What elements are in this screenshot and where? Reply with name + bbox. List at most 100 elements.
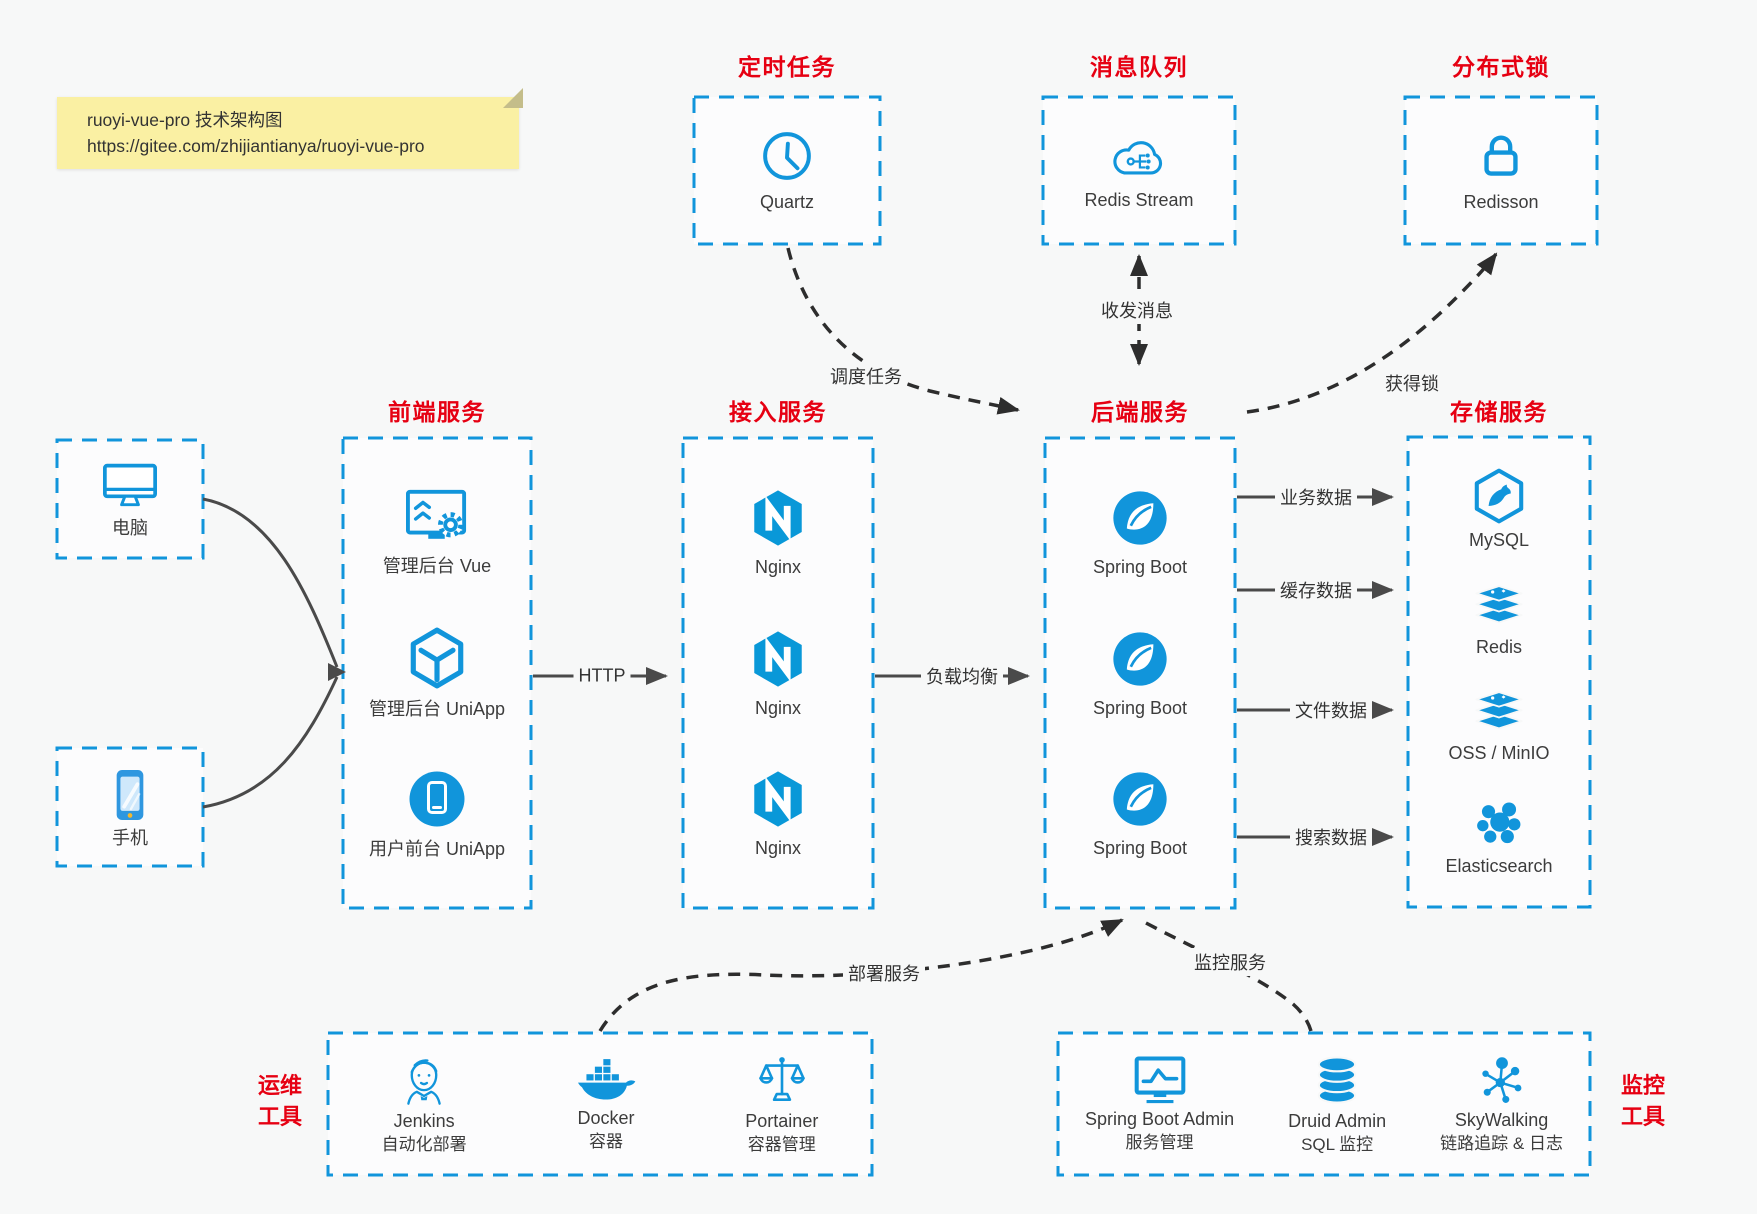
sticky-note: ruoyi-vue-pro 技术架构图 https://gitee.com/zh…	[57, 88, 523, 169]
elasticsearch-node: Elasticsearch	[1445, 795, 1553, 877]
redis-stream-node: Redis Stream	[1084, 130, 1194, 211]
monitoring-title-line1: 监控	[1620, 1073, 1665, 1098]
admin-uniapp-node: 管理后台 UniApp	[369, 625, 505, 720]
nginx-node-2: Nginx	[747, 628, 809, 719]
mobile-box: 手机	[57, 748, 203, 866]
edge-label-schedule: 调度任务	[825, 362, 907, 390]
network-icon	[1481, 1057, 1521, 1103]
edge-label-deploy: 部署服务	[843, 959, 925, 987]
mysql-icon	[1474, 468, 1524, 524]
spring-icon	[1113, 631, 1167, 686]
edge-label-cache-data: 缓存数据	[1275, 576, 1357, 604]
jenkins-icon	[407, 1059, 441, 1105]
nginx-icon	[754, 490, 802, 546]
nginx-node-1: Nginx	[747, 487, 809, 578]
lock-title: 分布式锁	[1452, 54, 1550, 80]
edge-label-http: HTTP	[573, 664, 631, 688]
ops-box: Jenkins 自动化部署 Docker 容器	[328, 1033, 872, 1175]
springboot-node-3: Spring Boot	[1093, 768, 1187, 859]
quartz-label: Quartz	[759, 192, 815, 212]
mobile-label: 手机	[112, 827, 148, 848]
smartphone-icon	[116, 769, 144, 820]
user-uniapp-label: 用户前台 UniApp	[368, 839, 506, 860]
frontend-title: 前端服务	[388, 399, 486, 425]
mq-box: Redis Stream	[1043, 97, 1235, 244]
user-uniapp-node: 用户前台 UniApp	[369, 767, 505, 860]
mysql-label: MySQL	[1468, 530, 1529, 551]
note-url: https://gitee.com/zhijiantianya/ruoyi-vu…	[87, 136, 425, 156]
storage-box: MySQL Redis OSS / MinIO	[1408, 437, 1590, 907]
mysql-node: MySQL	[1469, 467, 1529, 551]
jenkins-desc: 自动化部署	[381, 1135, 467, 1154]
monitoring-title-line2: 工具	[1620, 1104, 1665, 1129]
admin-uniapp-label: 管理后台 UniApp	[368, 698, 506, 719]
scales-icon	[759, 1057, 805, 1101]
redis-label: Redis	[1475, 636, 1523, 657]
skywalking-node: SkyWalking 链路追踪 & 日志	[1440, 1053, 1563, 1155]
sba-label: Spring Boot Admin	[1085, 1109, 1235, 1129]
redisson-label: Redisson	[1463, 192, 1539, 212]
elasticsearch-label: Elasticsearch	[1445, 855, 1553, 876]
docker-label: Docker	[577, 1108, 635, 1128]
nginx-label: Nginx	[754, 697, 802, 718]
monitor-chart-icon	[1134, 1056, 1185, 1104]
docker-icon	[577, 1059, 636, 1100]
pc-node: 电脑	[99, 460, 161, 539]
elasticsearch-icon	[1477, 802, 1521, 843]
cube-icon	[410, 627, 464, 688]
skywalking-label: SkyWalking	[1454, 1110, 1549, 1130]
scheduler-title: 定时任务	[738, 54, 836, 80]
edge-label-lock: 获得锁	[1380, 369, 1444, 397]
note-title: ruoyi-vue-pro 技术架构图	[87, 110, 283, 130]
ops-title-line2: 工具	[257, 1104, 302, 1129]
druid-node: Druid Admin SQL 监控	[1288, 1052, 1386, 1156]
edge-label-business-data: 业务数据	[1275, 483, 1357, 511]
frontend-box: 管理后台 Vue 管理后台 UniApp 用户前台 UniApp	[343, 438, 531, 908]
ops-tools-title: 运维 工具	[238, 1070, 322, 1132]
backend-box: Spring Boot Spring Boot Spring Boot	[1045, 438, 1235, 908]
ops-title-line1: 运维	[257, 1073, 302, 1098]
nginx-icon	[754, 771, 802, 827]
gateway-title: 接入服务	[729, 399, 827, 425]
springboot-node-1: Spring Boot	[1093, 487, 1187, 578]
docker-desc: 容器	[588, 1132, 623, 1151]
monitoring-box: Spring Boot Admin 服务管理 Druid Admin SQL 监…	[1058, 1033, 1590, 1175]
edge-label-monitor: 监控服务	[1189, 948, 1271, 976]
mq-title: 消息队列	[1090, 54, 1188, 80]
docker-node: Docker 容器	[574, 1055, 638, 1153]
skywalking-desc: 链路追踪 & 日志	[1440, 1134, 1563, 1153]
pc-box: 电脑	[57, 440, 203, 558]
admin-vue-node: 管理后台 Vue	[383, 486, 491, 577]
pc-label: 电脑	[112, 517, 148, 538]
lock-box: Redisson	[1405, 97, 1597, 244]
springboot-node-2: Spring Boot	[1093, 628, 1187, 719]
sba-node: Spring Boot Admin 服务管理	[1085, 1054, 1234, 1154]
edge-label-search-data: 搜索数据	[1290, 823, 1372, 851]
portainer-desc: 容器管理	[747, 1135, 816, 1154]
edge-label-message: 收发消息	[1096, 296, 1178, 324]
jenkins-label: Jenkins	[393, 1111, 455, 1131]
oss-label: OSS / MinIO	[1448, 743, 1550, 764]
nginx-icon	[754, 630, 802, 687]
portainer-node: Portainer 容器管理	[745, 1052, 818, 1156]
mobile-node: 手机	[110, 766, 150, 849]
redisson-node: Redisson	[1463, 128, 1539, 213]
backend-title: 后端服务	[1091, 399, 1189, 425]
redis-stack-icon	[1475, 585, 1523, 624]
oss-node: OSS / MinIO	[1448, 688, 1550, 764]
oss-stack-icon	[1475, 691, 1523, 730]
edge-label-load-balance: 负载均衡	[921, 662, 1003, 690]
druid-label: Druid Admin	[1288, 1111, 1387, 1131]
redis-node: Redis	[1470, 582, 1528, 658]
desktop-icon	[103, 463, 157, 506]
spring-icon	[1113, 772, 1167, 826]
springboot-label: Spring Boot	[1092, 837, 1188, 858]
storage-title: 存储服务	[1450, 399, 1548, 425]
jenkins-node: Jenkins 自动化部署	[382, 1052, 467, 1156]
redis-stream-label: Redis Stream	[1084, 190, 1194, 210]
lock-icon	[1484, 135, 1518, 176]
admin-vue-label: 管理后台 Vue	[382, 555, 492, 576]
springboot-label: Spring Boot	[1092, 557, 1188, 578]
nginx-node-3: Nginx	[747, 768, 809, 859]
